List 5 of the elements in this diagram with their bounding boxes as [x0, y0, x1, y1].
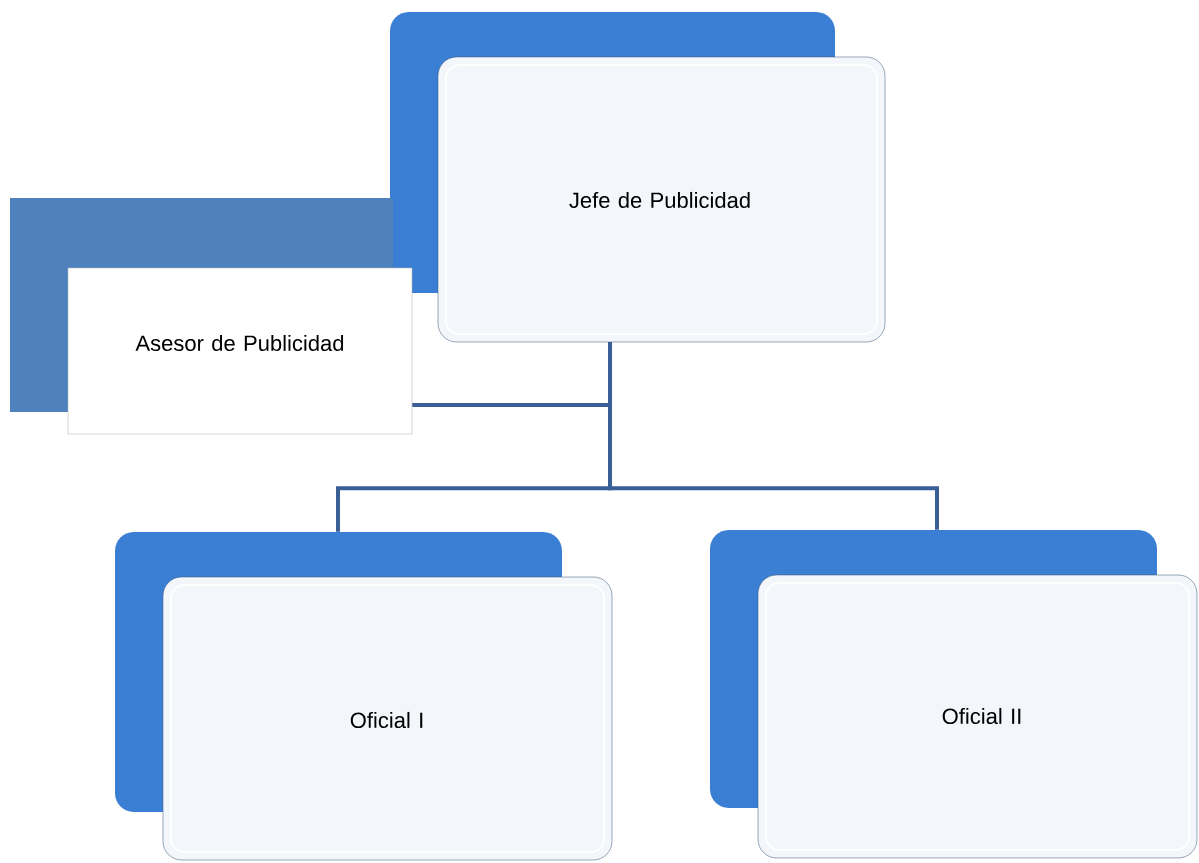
- org-box: Jefe de Publicidad: [390, 12, 886, 343]
- org-box: Oficial I: [115, 532, 613, 861]
- connector-line: [608, 342, 939, 530]
- org-box: Asesor de Publicidad: [10, 198, 413, 435]
- org-box: Oficial II: [710, 530, 1198, 859]
